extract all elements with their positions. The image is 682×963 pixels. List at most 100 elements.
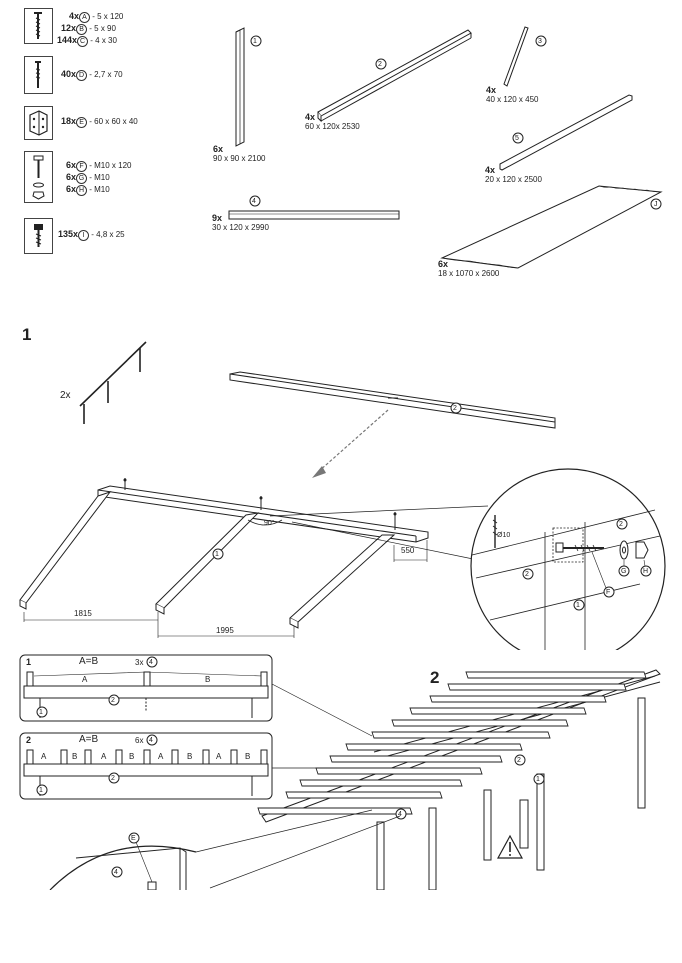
post-callout: 1 [536, 776, 540, 783]
part-1-number: 1 [253, 38, 257, 45]
part-j-number: J [654, 201, 658, 208]
part-2-number: 2 [378, 61, 382, 68]
inset-2-b-3: B [187, 752, 193, 761]
step-2-drawing [19, 654, 661, 890]
inset-1-post: 1 [39, 709, 43, 716]
inset-2-panel [19, 732, 273, 800]
bracket-callout: E [131, 835, 136, 842]
arrow-line [317, 409, 389, 473]
inset-1-count: 3x [135, 658, 144, 667]
inset-1-part: 4 [149, 659, 153, 666]
code-e: E [76, 117, 88, 128]
step-1-number: 1 [22, 325, 32, 344]
inset-2-b-4: B [245, 752, 251, 761]
nail-icon-box [24, 56, 53, 94]
inset-1-number: 1 [26, 657, 32, 667]
part-3-brace [503, 26, 547, 87]
bolt-set-icon-box [24, 151, 53, 203]
zoom-beam-label-2: 2 [619, 521, 623, 528]
inset-2-part: 4 [149, 737, 153, 744]
inset-2-b-2: B [129, 752, 135, 761]
angle-label: 90° [264, 520, 275, 527]
parts-drawings [228, 26, 663, 269]
inset-2-number: 2 [26, 735, 32, 745]
code-f: F [76, 161, 88, 172]
dimension-1815: 1815 [74, 609, 92, 618]
rafter-callout: 4 [398, 811, 402, 818]
zoom-detail-bracket [49, 809, 401, 890]
part-1-post [235, 27, 262, 147]
inset-2-post: 1 [39, 787, 43, 794]
part-5-number: 5 [515, 135, 519, 142]
inset-2-a-3: A [158, 752, 164, 761]
code-i: I [78, 230, 90, 241]
arrow-head-icon [312, 466, 326, 478]
frame-post-number: 1 [215, 551, 219, 558]
inset-2-a-1: A [41, 752, 47, 761]
zoom-post-label: 1 [576, 602, 580, 609]
part-j-roof-sheet [440, 185, 663, 269]
inset-2-a-2: A [101, 752, 107, 761]
frame-thumbnail [79, 341, 147, 424]
inset-1-rule: A=B [79, 656, 99, 667]
step-1-frame [19, 478, 429, 638]
zoom-detail-bolt [470, 468, 666, 650]
screw-icon-box [24, 8, 53, 44]
zoom-rafter-callout: 4 [114, 869, 118, 876]
beam-callout: 2 [517, 757, 521, 764]
bolt-set-icon [32, 155, 45, 200]
inset-1-b: B [205, 675, 211, 684]
code-b: B [76, 24, 88, 35]
beam-number: 2 [453, 405, 457, 412]
beam-2-drawing [229, 371, 556, 429]
inset-2-b-1: B [72, 752, 78, 761]
inset-1-a: A [82, 675, 88, 684]
inset-1-beam: 2 [111, 697, 115, 704]
inset-2-a-4: A [216, 752, 222, 761]
screw-icon [34, 12, 42, 39]
code-a: A [79, 12, 91, 23]
zoom-beam-label: 2 [525, 571, 529, 578]
washer-label-g: G [621, 568, 627, 575]
inset-2-rule: A=B [79, 734, 99, 745]
code-h: H [76, 185, 88, 196]
step-1-quantity: 2x [60, 390, 71, 401]
bolt-markers [123, 478, 397, 530]
dimension-550: 550 [401, 546, 415, 555]
part-4-number: 4 [252, 198, 256, 205]
wood-screw-icon [34, 224, 43, 247]
wood-screw-icon-box [24, 218, 53, 254]
code-g: G [76, 173, 88, 184]
drill-diameter: Ø10 [497, 532, 511, 539]
part-5-rafter [499, 94, 633, 171]
step-1-drawing [19, 341, 666, 650]
angle-bracket-icon-box [24, 106, 53, 140]
inset-2-count: 6x [135, 736, 144, 745]
inset-2-beam: 2 [111, 775, 115, 782]
nail-icon [35, 61, 41, 88]
dimension-1995: 1995 [216, 626, 234, 635]
code-c: C [77, 36, 89, 47]
part-3-number: 3 [538, 38, 542, 45]
inset-1-panel [19, 654, 273, 722]
pergola-structure [257, 669, 661, 890]
nut-label-h: H [643, 568, 649, 575]
step-2-number: 2 [430, 668, 440, 687]
code-d: D [76, 70, 88, 81]
bolt-label-f: F [606, 589, 611, 596]
